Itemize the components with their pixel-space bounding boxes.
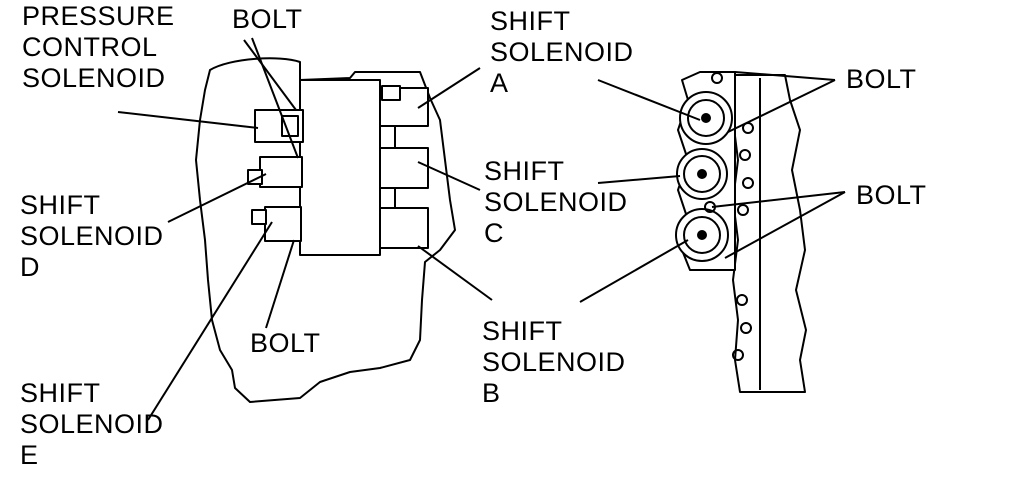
label-line: SOLENOID	[22, 63, 166, 93]
leader-lines	[117, 37, 846, 421]
label-shift-solenoid-e: SHIFT SOLENOID E	[20, 378, 164, 471]
label-shift-solenoid-c: SHIFT SOLENOID C	[484, 156, 628, 249]
label-shift-solenoid-d: SHIFT SOLENOID D	[20, 190, 164, 283]
label-line: SHIFT	[20, 190, 101, 220]
label-line: SHIFT	[20, 378, 101, 408]
label-line: SOLENOID	[482, 347, 626, 377]
label-line: D	[20, 252, 40, 282]
label-line: SOLENOID	[20, 221, 164, 251]
label-shift-solenoid-a: SHIFT SOLENOID A	[490, 6, 634, 99]
solenoid-c-left-view	[379, 147, 429, 189]
center-plate	[299, 79, 381, 256]
label-line: B	[482, 378, 501, 408]
label-line: E	[20, 440, 39, 470]
label-line: SOLENOID	[484, 187, 628, 217]
label-bolt-bottom: BOLT	[250, 328, 321, 358]
label-pressure-control-solenoid: PRESSURE CONTROL SOLENOID	[22, 1, 175, 94]
solenoid-b-left-view	[379, 207, 429, 249]
label-line: C	[484, 218, 504, 248]
label-shift-solenoid-b: SHIFT SOLENOID B	[482, 316, 626, 409]
label-line: SOLENOID	[490, 37, 634, 67]
label-line: SOLENOID	[20, 409, 164, 439]
label-line: CONTROL	[22, 32, 158, 62]
label-line: SHIFT	[482, 316, 563, 346]
valve-body-outline	[195, 57, 456, 403]
label-line: A	[490, 68, 509, 98]
label-bolt-right-top: BOLT	[846, 64, 917, 94]
solenoid-d-body	[259, 156, 303, 188]
label-line: PRESSURE	[22, 1, 175, 31]
label-bolt-top-left: BOLT	[232, 4, 303, 34]
label-line: SHIFT	[484, 156, 565, 186]
label-bolt-right-mid: BOLT	[856, 180, 927, 210]
label-line: SHIFT	[490, 6, 571, 36]
